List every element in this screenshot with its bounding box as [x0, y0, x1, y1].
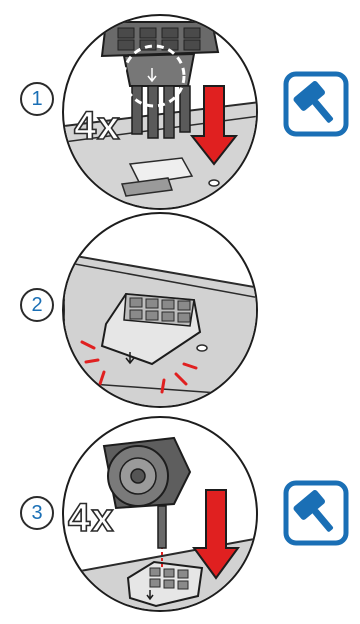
- step-number: 1: [31, 88, 42, 111]
- repeat-count-label: 4x: [68, 496, 115, 541]
- step-3: 3 4x: [0, 412, 360, 624]
- step-number: 2: [31, 294, 42, 317]
- mallet-icon: [283, 480, 349, 546]
- step-2-drawing: [64, 214, 258, 408]
- repeat-count-label: 4x: [74, 104, 121, 149]
- step-1: 1: [0, 0, 360, 210]
- step-number: 3: [31, 502, 42, 525]
- step-number-badge: 1: [20, 82, 54, 116]
- step-2: 2: [0, 208, 360, 414]
- mallet-icon: [283, 71, 349, 137]
- step-number-badge: 2: [20, 288, 54, 322]
- step-number-badge: 3: [20, 496, 54, 530]
- step-2-illustration: [62, 212, 258, 408]
